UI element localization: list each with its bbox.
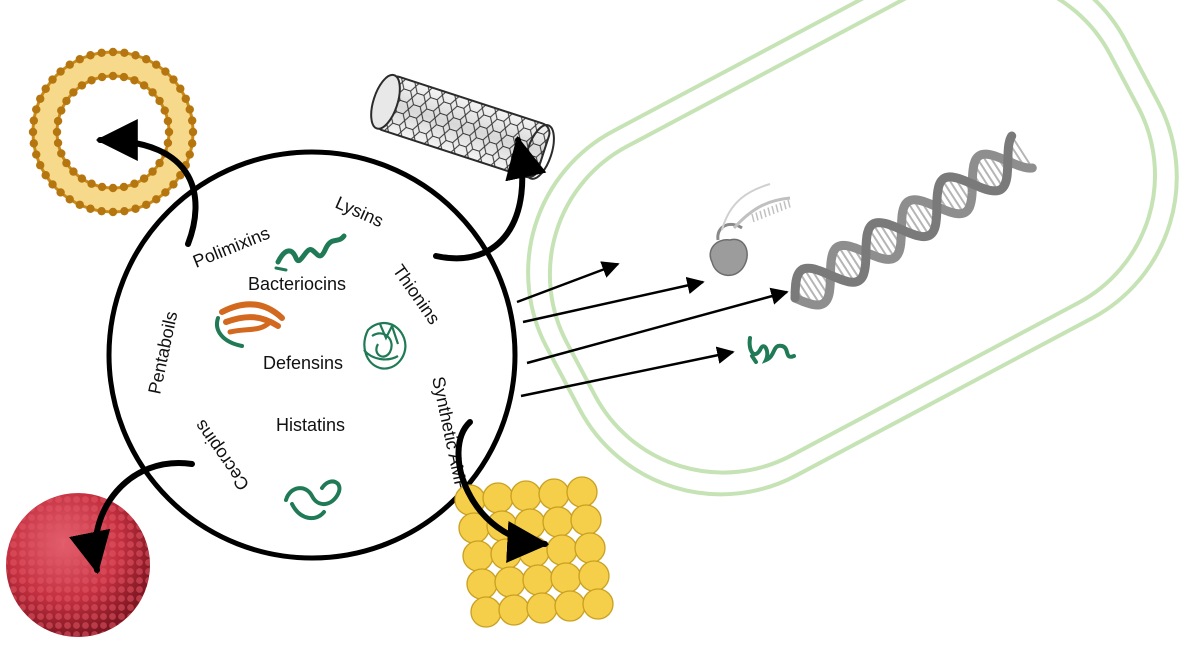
arrow-to-polymer-sphere	[69, 460, 195, 575]
arrow-to-gold-cluster	[455, 419, 550, 563]
liposome-icon	[28, 47, 198, 217]
gold-nanoparticle-cluster-icon	[454, 476, 614, 628]
bacterium-outer-membrane	[526, 0, 1179, 497]
label-lysins: Lysins	[332, 192, 386, 231]
arrow-to-membrane	[516, 261, 620, 304]
target-arrows	[516, 261, 789, 398]
arrow-to-nanotube	[433, 135, 547, 262]
arrow-to-liposome	[95, 119, 199, 247]
label-histatins: Histatins	[276, 415, 345, 435]
beta-sheet-peptide-icon	[215, 301, 285, 348]
amp-classes-circle	[106, 149, 518, 561]
helix-peptide-icon	[274, 233, 347, 272]
ribosome-icon	[709, 183, 791, 276]
polymer-nanoparticle-icon	[6, 493, 150, 637]
intracellular-protein-icon	[747, 336, 796, 364]
arrow-to-ribosome	[522, 276, 705, 324]
carrier-curved-arrows	[69, 119, 550, 575]
label-pentaboils: Pentaboils	[144, 309, 181, 395]
label-polimixins: Polimixins	[190, 223, 273, 272]
label-thionins: Thionins	[389, 261, 444, 328]
arrow-to-dna	[526, 287, 789, 365]
label-cecropins: Cecropins	[190, 416, 253, 494]
bacterium-inner-membrane	[547, 0, 1158, 475]
label-defensins: Defensins	[263, 353, 343, 373]
label-bacteriocins: Bacteriocins	[248, 274, 346, 294]
histatin-coil-icon	[284, 479, 342, 521]
defensin-globule-icon	[363, 321, 407, 370]
bacterium-cell	[526, 0, 1179, 497]
arrow-to-protein	[520, 346, 735, 398]
carbon-nanotube-icon	[370, 73, 555, 180]
dna-helix-icon	[790, 131, 1037, 310]
